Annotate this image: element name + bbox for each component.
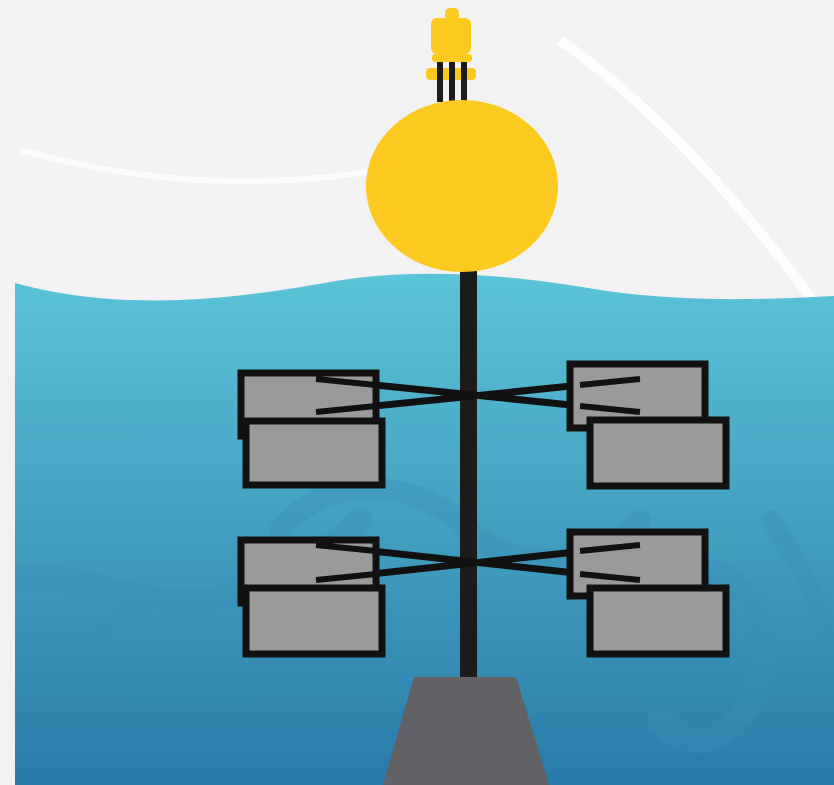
water-swirl-4	[760, 510, 834, 650]
beacon-leg-1	[437, 54, 443, 102]
upper-brace-overlay-left-2	[315, 403, 377, 415]
beacon-ring-top	[432, 54, 472, 62]
lower-brace-overlay-right	[579, 571, 641, 583]
beacon-leg-2	[449, 54, 455, 102]
beacon-cap	[431, 18, 471, 54]
upper-brace-overlay-right-2	[579, 376, 641, 388]
paper-crease-2	[19, 147, 381, 185]
lower-brace-overlay-right-2	[579, 542, 641, 554]
lower-brace-overlay-left-2	[315, 571, 377, 583]
panel-tier-upper	[237, 360, 730, 490]
paper-crease	[557, 35, 834, 333]
concrete-anchor-block-icon	[383, 677, 549, 785]
panel-upper-right-front	[586, 416, 730, 490]
beacon-tip	[445, 8, 459, 22]
yellow-spherical-buoy-icon	[366, 100, 558, 272]
water-swirl-5	[15, 591, 159, 652]
panel-upper-left-front	[242, 417, 386, 489]
mast-pole	[460, 250, 477, 690]
upper-brace-overlay-right	[579, 403, 641, 415]
beacon-leg-3	[461, 54, 467, 102]
lower-brace-overlay-left	[315, 542, 377, 554]
panel-lower-right-front	[586, 584, 730, 658]
navigation-light-icon	[426, 8, 476, 102]
panel-lower-left-front	[242, 584, 386, 658]
panel-tier-lower	[237, 528, 730, 658]
upper-brace-overlay-left	[315, 376, 377, 388]
